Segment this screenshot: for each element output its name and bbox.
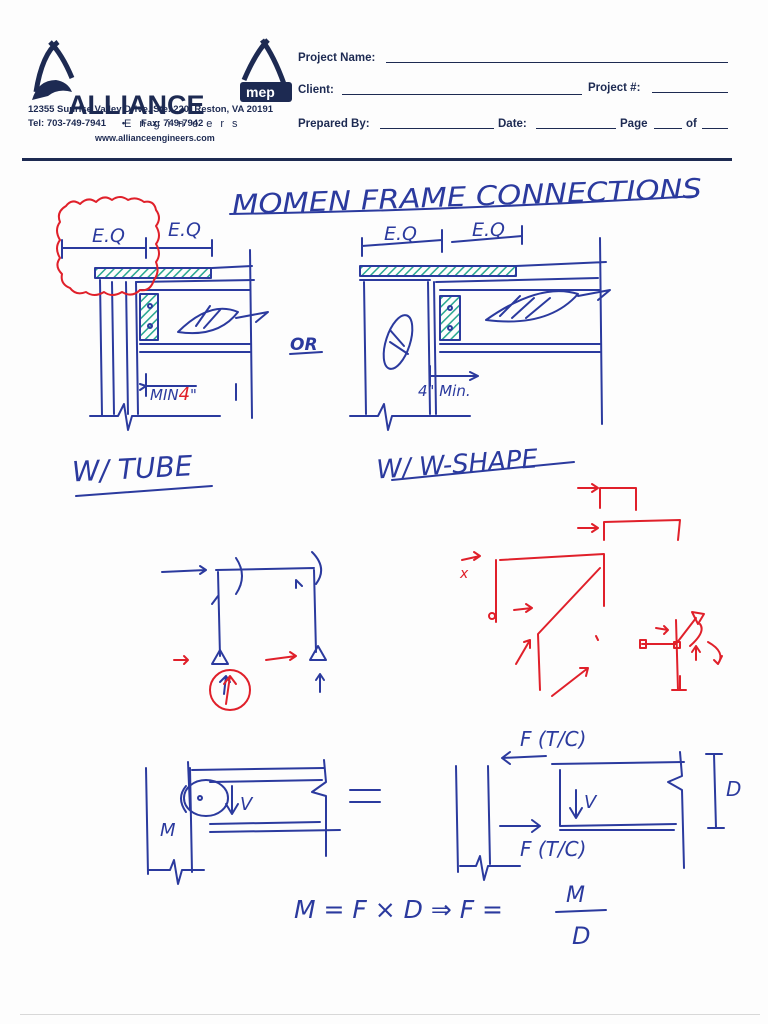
or-label: OR [290, 335, 318, 355]
depth-label: D [726, 777, 741, 801]
page-bottom-edge [20, 1014, 760, 1015]
moment-label: M [160, 820, 176, 841]
separator-bullet: • [121, 118, 126, 129]
equation-denominator: D [572, 922, 590, 950]
company-wordmark: ALLIANCE [68, 90, 205, 120]
page-label: Page [620, 118, 648, 130]
min-label-left: MIN4" [150, 384, 197, 405]
prepared-by-line [380, 128, 494, 129]
client-line [342, 94, 582, 95]
force-label-bottom: F (T/C) [520, 837, 586, 861]
shear-label-left: V [240, 794, 254, 815]
date-label: Date: [498, 118, 527, 130]
min-label-right: 4" Min. [418, 382, 471, 400]
project-name-label: Project Name: [298, 52, 376, 64]
project-name-line [386, 62, 728, 63]
shear-label-right: V [584, 792, 598, 813]
equation-lhs: M = F × D ⇒ F = [294, 895, 503, 924]
company-website: www.allianceengineers.com [95, 133, 215, 143]
prepared-by-label: Prepared By: [298, 118, 370, 130]
client-label: Client: [298, 84, 334, 96]
sketch-title: MOMEN FRAME CONNECTIONS [232, 174, 703, 221]
contact-line: Tel: 703-749-7941 • Fax: 749-7942 [28, 118, 203, 129]
x-mark: x [459, 566, 469, 582]
caption-tube: W/ TUBE [71, 449, 193, 488]
project-number-line [652, 92, 728, 93]
header-divider [22, 158, 732, 161]
eq-label-left-1: E.Q [92, 225, 125, 247]
company-logo: ALLIANCE Engineers mep [28, 34, 296, 130]
date-line [536, 128, 616, 129]
company-subtitle: Engineers [124, 118, 246, 130]
equation-numerator: M [566, 883, 585, 908]
mep-badge: mep [246, 84, 275, 100]
revision-cloud [56, 196, 160, 296]
fax-number: Fax: 749-7942 [141, 118, 204, 129]
project-number-label: Project #: [588, 82, 641, 94]
eq-label-left-2: E.Q [168, 219, 201, 241]
of-label: of [686, 118, 697, 130]
eq-label-right-2: E.Q [472, 219, 505, 241]
force-label-top: F (T/C) [520, 727, 586, 751]
page-number-line [654, 128, 682, 129]
eq-label-right-1: E.Q [384, 223, 417, 245]
page-total-line [702, 128, 728, 129]
phone-number: Tel: 703-749-7941 [28, 118, 106, 129]
company-address: 12355 Sunrise Valley Drive. Ste. 220, Re… [28, 104, 274, 115]
